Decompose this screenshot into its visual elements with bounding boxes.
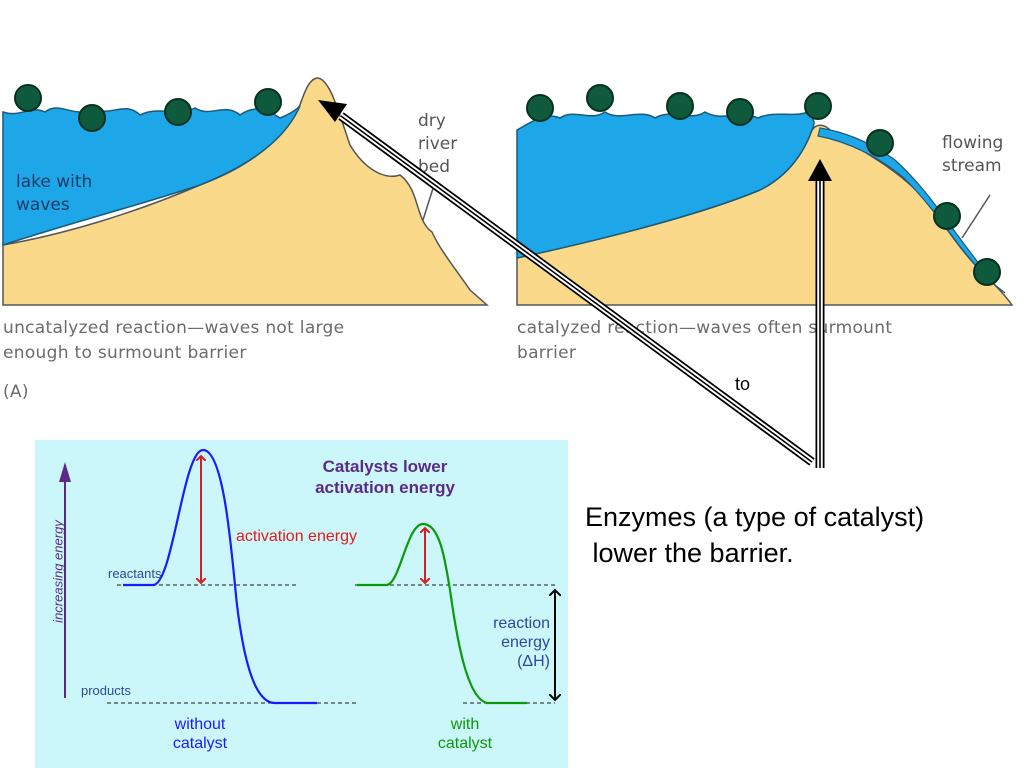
molecule-ball [804,92,832,120]
molecule-ball [254,88,282,116]
panel-a-tag: (A) [3,382,29,402]
enzymes-statement: Enzymes (a type of catalyst) lower the b… [585,502,925,568]
molecule-ball [586,84,614,112]
without-catalyst-curve [123,448,317,705]
arrow-to-uncatalyzed-peak [318,100,815,466]
lake-label: lake with waves [16,172,93,215]
molecule-ball [973,258,1001,286]
stream-pointer [961,194,991,239]
lake-water-a [2,105,301,247]
molecule-ball [78,104,106,132]
energy-curves [59,448,568,705]
wave-illustration [2,77,1014,306]
diagram-title: Catalysts lower activation energy [315,457,455,497]
without-catalyst-label: without catalyst [172,716,228,752]
y-axis-label: increasing energy [50,520,66,623]
molecule-ball [933,202,961,230]
activation-energy-diagram: Catalysts lower activation energy increa… [35,440,568,768]
activation-energy-label: activation energy [236,528,357,545]
arrow-to-catalyzed-peak [808,159,832,468]
molecule-ball [526,94,554,122]
molecule-ball [726,98,754,126]
molecule-ball [14,84,42,112]
dry-river-bed-label: dry river bed [418,111,458,177]
molecule-ball [866,129,894,157]
with-catalyst-curve [357,522,527,705]
reactants-label: reactants [108,566,162,581]
flowing-stream-label: flowing stream [942,133,1004,176]
molecule-ball [666,92,694,120]
with-catalyst-label: with catalyst [437,716,493,752]
flowing-stream [817,127,1006,294]
y-axis-arrowhead [59,462,71,482]
products-label: products [81,683,131,698]
molecule-ball [164,98,192,126]
reaction-energy-label: reaction energy (ΔH) [493,615,550,670]
panel-a-caption: uncatalyzed reaction—waves not large eno… [3,318,345,363]
barrier-sand-a [2,77,489,306]
lake-water-b [516,111,815,259]
to-label: to [735,374,751,394]
